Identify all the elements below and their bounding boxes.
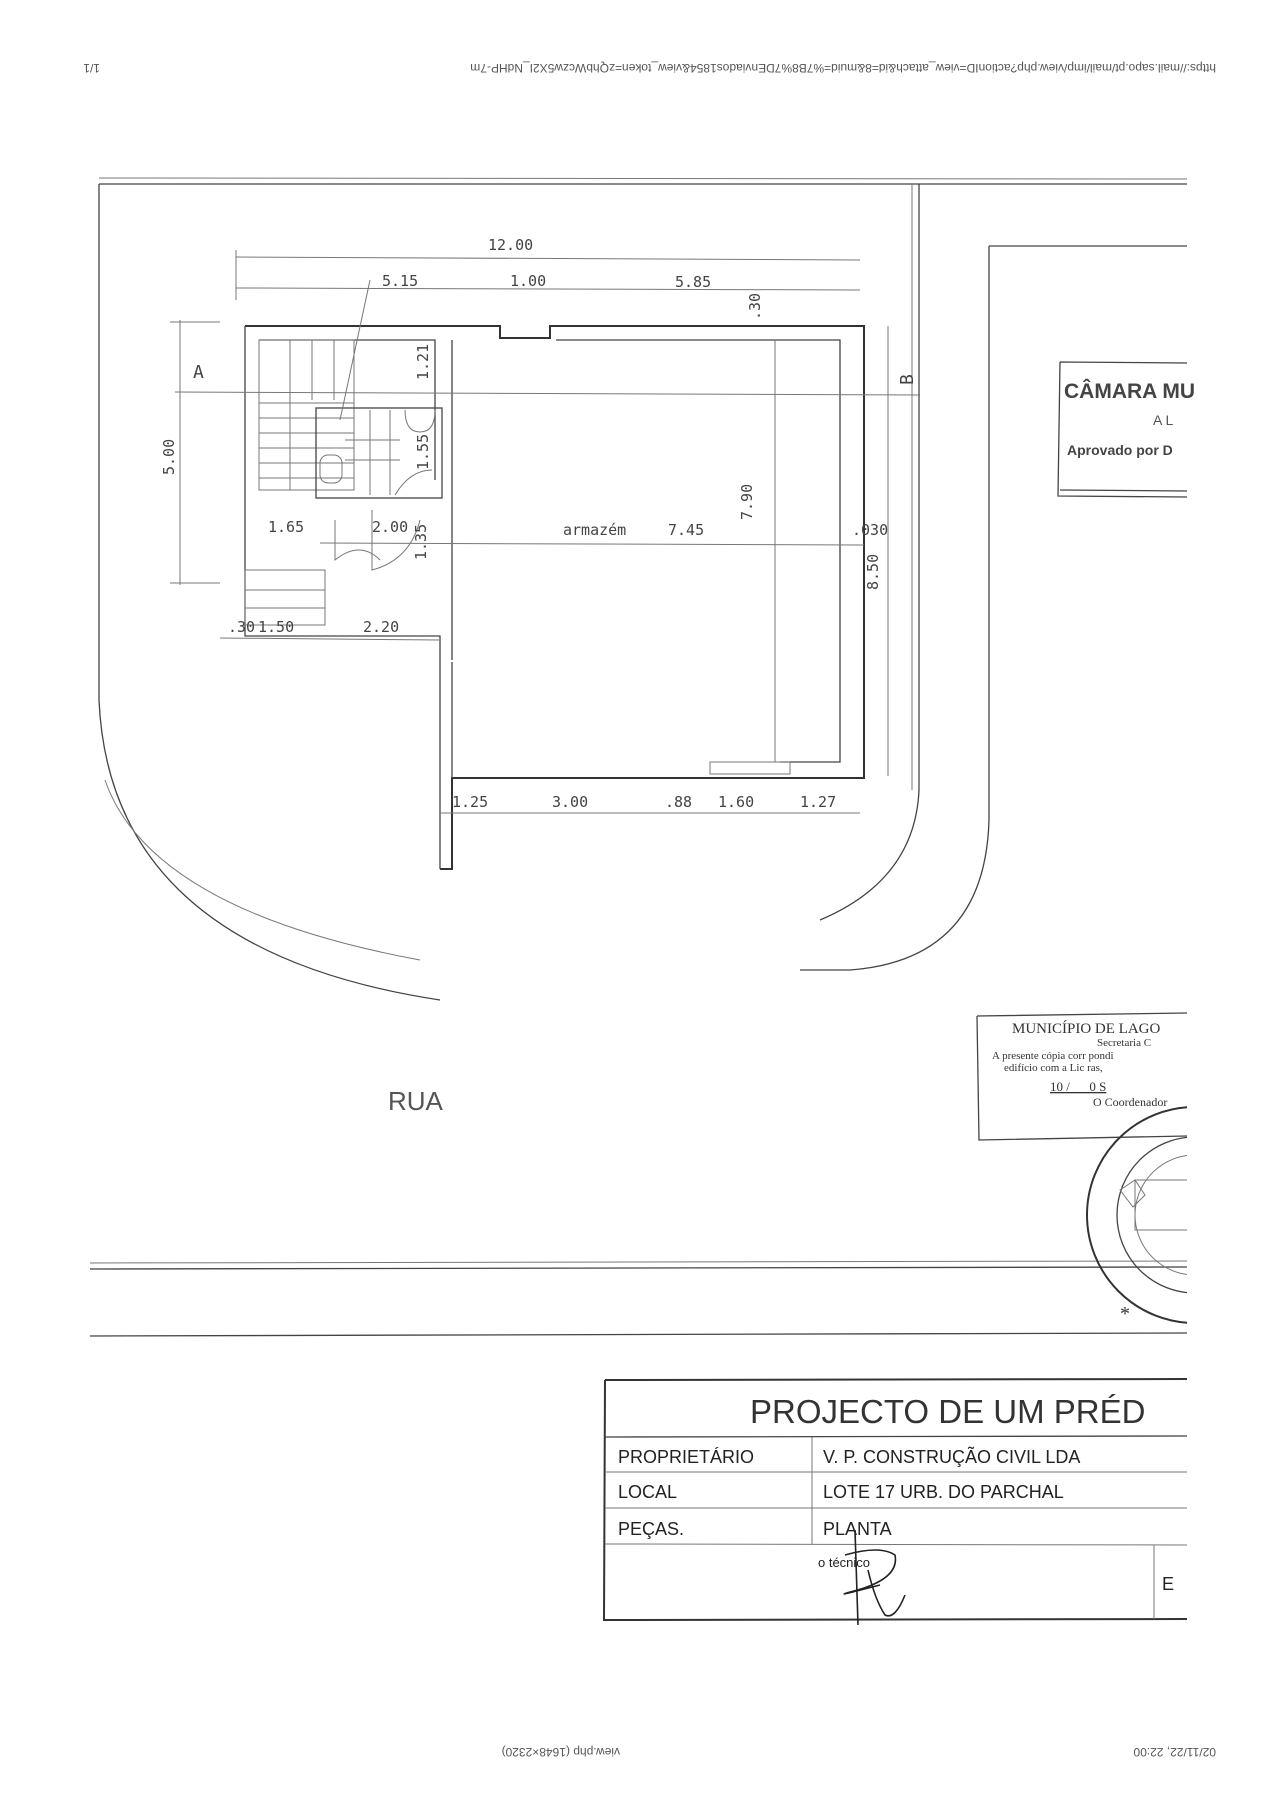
dim-door-width: 1.00 [510, 272, 546, 290]
dimension-lines [170, 250, 921, 814]
dim-wc-b: 1.55 [414, 434, 432, 470]
dim-stair-a: 1.65 [268, 518, 304, 536]
dim-total-depth: 8.50 [864, 554, 882, 590]
title-block-label-proprietario: PROPRIETÁRIO [618, 1447, 754, 1467]
approval-stamp: CÂMARA MU A L Aprovado por D [1057, 361, 1195, 498]
section-marker-a: A [193, 362, 204, 383]
dim-left-width: 5.15 [382, 272, 418, 290]
title-block-title: PROJECTO DE UM PRÉD [750, 1393, 1145, 1430]
dim-front-1: 1.25 [452, 793, 488, 811]
leader-line [339, 279, 371, 421]
room-width: 7.45 [668, 521, 704, 539]
print-header-page: 1/1 [83, 61, 100, 75]
wc-room [315, 407, 443, 499]
dim-top-wall: .30 [746, 293, 764, 320]
dim-wc-a: 1.21 [414, 344, 432, 380]
dim-front-4: 1.60 [718, 793, 754, 811]
approval-stamp-line1: CÂMARA MU [1064, 379, 1195, 403]
dim-front-3: .88 [665, 793, 692, 811]
title-block-value-pecas: PLANTA [823, 1519, 892, 1539]
technician-signature [843, 1529, 906, 1626]
title-block: PROJECTO DE UM PRÉD PROPRIETÁRIO V. P. C… [602, 1378, 1188, 1626]
municipal-stamp-line4: edifício com a Lic ras, [1004, 1062, 1103, 1074]
title-block-value-local: LOTE 17 URB. DO PARCHAL [823, 1482, 1064, 1502]
dimension-labels: 12.00 5.15 1.00 5.85 5.00 .30 1.21 1.55 … [160, 236, 918, 1116]
print-header-url: https://mail.sapo.pt/mail/imp/view.php?a… [470, 61, 1216, 75]
dim-stair-c: 1.35 [412, 524, 430, 560]
municipal-stamp-line3: A presente cópia corr pondi [992, 1050, 1114, 1062]
staircase [244, 339, 355, 626]
street-label: RUA [388, 1086, 444, 1116]
municipal-stamp-line1: MUNICÍPIO DE LAGO [1012, 1020, 1160, 1037]
title-block-label-local: LOCAL [618, 1482, 677, 1502]
dim-side-wall: .030 [852, 521, 888, 539]
dim-room-length: 7.90 [738, 484, 756, 520]
dim-total-width: 12.00 [488, 236, 533, 254]
municipal-seal: * [1086, 1106, 1187, 1325]
section-marker-b: B [897, 374, 918, 385]
room-label: armazém [563, 521, 626, 539]
building-walls [244, 279, 865, 870]
approval-stamp-line3: Aprovado por D [1067, 442, 1173, 458]
dim-front-2: 3.00 [552, 793, 588, 811]
print-footer-source: view.php (1648×2320) [502, 1745, 620, 1759]
title-block-technician-label: o técnico [818, 1555, 870, 1570]
print-footer: 02/11/22, 22:00 view.php (1648×2320) [502, 1745, 1216, 1759]
municipal-stamp: MUNICÍPIO DE LAGO Secretaria C A present… [976, 1012, 1188, 1141]
dim-height-left: 5.00 [160, 439, 178, 475]
title-block-label-pecas: PEÇAS. [618, 1519, 684, 1539]
dim-front-5: 1.27 [800, 793, 836, 811]
dim-right-width: 5.85 [675, 273, 711, 291]
municipal-stamp-line5: 10 / __ 0 S [1050, 1079, 1106, 1094]
print-footer-datetime: 02/11/22, 22:00 [1133, 1745, 1216, 1759]
dim-bottom-c: 2.20 [363, 618, 399, 636]
dim-stair-b: 2.00 [372, 518, 408, 536]
title-block-scale-label: E [1162, 1574, 1174, 1594]
dim-bottom-b: 1.50 [258, 618, 294, 636]
print-header: https://mail.sapo.pt/mail/imp/view.php?a… [83, 61, 1216, 75]
municipal-stamp-line2: Secretaria C [1097, 1037, 1151, 1049]
title-block-value-proprietario: V. P. CONSTRUÇÃO CIVIL LDA [823, 1446, 1080, 1467]
approval-stamp-line2: A L [1153, 412, 1173, 428]
site-boundary [89, 177, 1188, 1337]
seal-star: * [1120, 1303, 1130, 1325]
dim-bottom-a: .30 [228, 618, 255, 636]
municipal-stamp-line6: O Coordenador [1093, 1095, 1167, 1109]
